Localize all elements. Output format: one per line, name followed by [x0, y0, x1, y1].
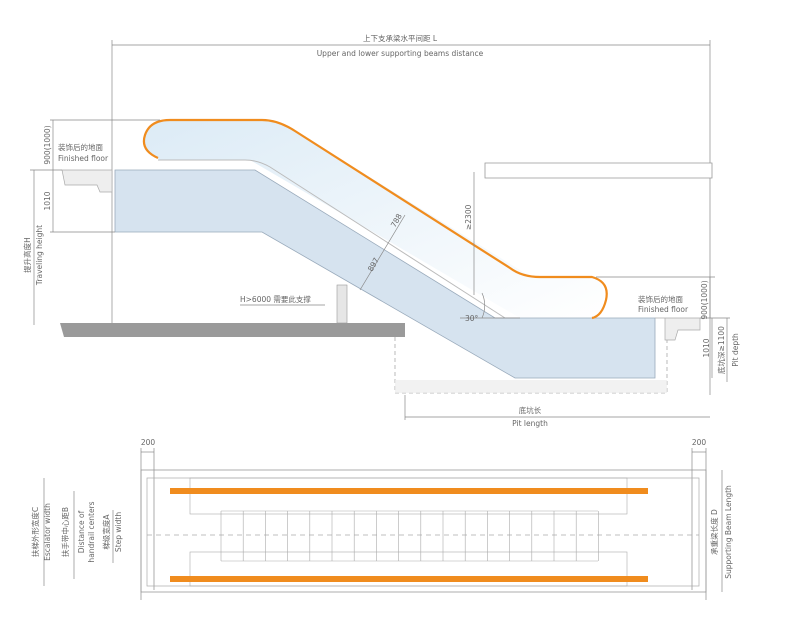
- margin-right-200: 200: [692, 438, 707, 447]
- margin-left-200: 200: [141, 438, 156, 447]
- support-note: H>6000 需要此支撑: [240, 294, 311, 304]
- beam-distance-en: Upper and lower supporting beams distanc…: [317, 49, 484, 58]
- beam-outline: [140, 469, 707, 593]
- balustrade-glass: [144, 120, 604, 318]
- handrail-height-bottom: 900(1000): [700, 280, 709, 319]
- escalator-width-cn: 扶梯外形宽度C: [30, 507, 40, 557]
- lower-landing-floor: [655, 317, 701, 341]
- pit-depth-cn: 底坑深≥1100: [716, 326, 726, 374]
- lower-floor-slab: [60, 323, 405, 337]
- truss: [114, 169, 656, 379]
- pit-depth-en: Pit depth: [731, 333, 740, 367]
- step-lines: [220, 510, 599, 562]
- upper-floor-slab: [484, 162, 713, 179]
- upper-landing-floor: [61, 169, 113, 193]
- beam-length-cn: 承重梁长度 D: [709, 509, 719, 555]
- handrail-distance-cn: 扶手带中心距B: [60, 507, 70, 557]
- finished-floor-bottom-en: Finished floor: [638, 305, 689, 314]
- finished-floor-top-cn: 装饰后的地面: [58, 142, 103, 152]
- truss-height-bottom: 1010: [702, 338, 711, 357]
- escalator-width-en: Escalator width: [43, 503, 52, 561]
- travel-height-cn: 提升高度H: [22, 237, 32, 273]
- pit-length-cn: 底坑长: [519, 405, 542, 415]
- finished-floor-top-en: Finished floor: [58, 154, 109, 163]
- beam-distance-cn: 上下支承梁水平间距 L: [363, 33, 438, 43]
- finished-floor-bottom-cn: 装饰后的地面: [638, 294, 683, 304]
- beam-length-en: Supporting Beam Length: [724, 485, 733, 579]
- angle-label: 30°: [465, 314, 479, 323]
- top-view: 200 200 扶梯外形宽度C Escalator width 扶手带中心距B …: [30, 438, 733, 600]
- clearance: ≥2300: [464, 204, 473, 230]
- pit-length-en: Pit length: [512, 419, 548, 428]
- step-width-en: Step width: [114, 512, 123, 552]
- handrail: [142, 118, 608, 320]
- escalator-outline: [146, 477, 700, 587]
- truss-height-top: 1010: [43, 191, 52, 210]
- handrail-distance-en-1: Distance of: [77, 510, 86, 553]
- handrail-bottom: [170, 576, 648, 582]
- handrail-top: [170, 488, 648, 494]
- side-view: 上下支承梁水平间距 L Upper and lower supporting b…: [22, 33, 740, 428]
- step-width-cn: 梯级宽度A: [101, 514, 111, 550]
- handrail-distance-en-2: handrail centers: [87, 501, 96, 562]
- travel-height-en: Traveling height: [35, 225, 44, 286]
- handrail-height-top: 900(1000): [43, 125, 52, 164]
- intermediate-support: [336, 284, 348, 324]
- skirt-line: [158, 159, 506, 319]
